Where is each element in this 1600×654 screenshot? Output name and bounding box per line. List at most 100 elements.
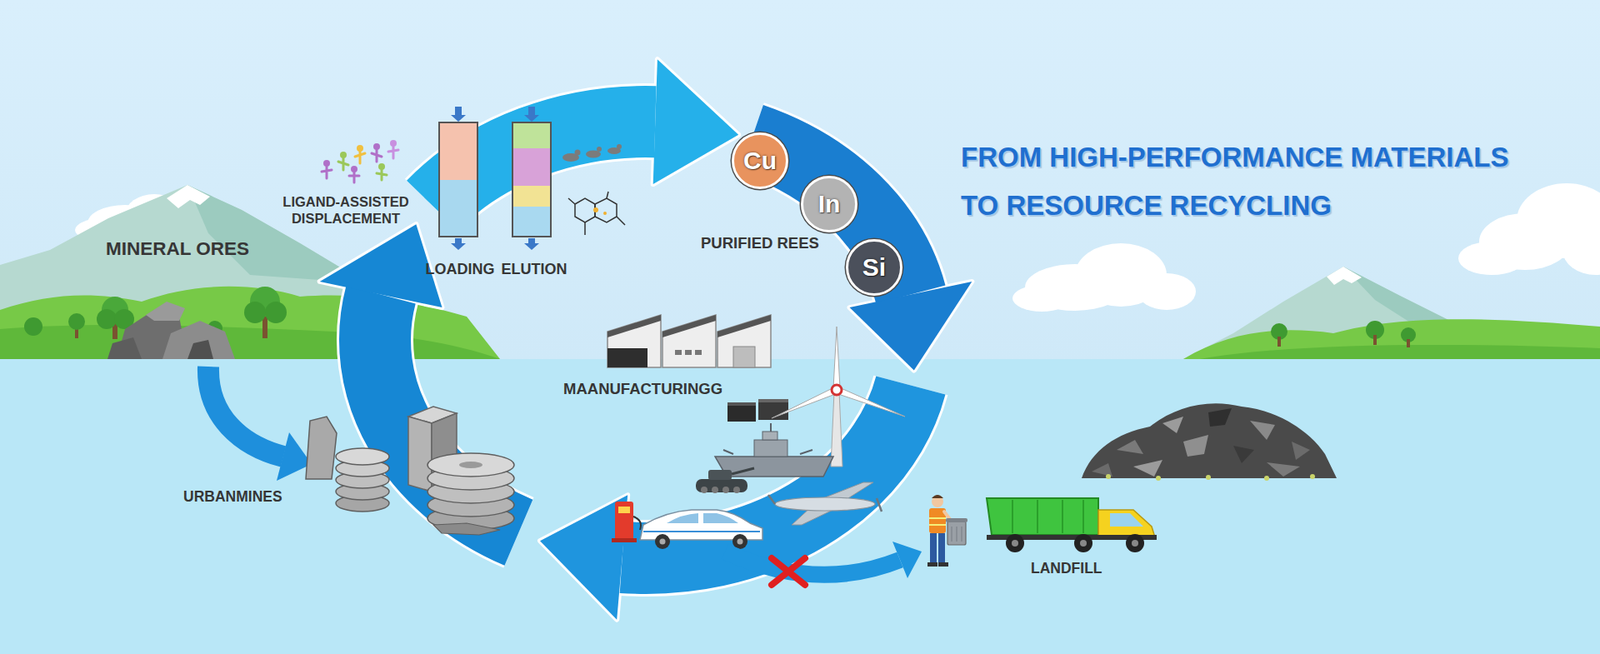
sanitation-worker: [938, 562, 949, 567]
sanitation-worker: [927, 562, 938, 567]
garbage-truck: [1012, 500, 1084, 534]
garbage-heap: [1310, 474, 1315, 480]
garbage-truck: [1080, 540, 1087, 547]
cycle-arrows: [653, 59, 740, 185]
factory: [675, 350, 682, 355]
ligand-figures: [376, 170, 387, 180]
batteries: [727, 402, 756, 406]
cycle-arrows: [320, 59, 973, 620]
sanitation-worker: [931, 495, 944, 508]
urban-mine-scrap: [433, 523, 500, 535]
trees: [68, 313, 85, 330]
fuel-pump: [615, 501, 634, 540]
landfill-branch-arrow: [892, 541, 922, 579]
garbage-heap: [1105, 474, 1111, 480]
garbage-truck: [986, 498, 1099, 535]
ligand-figures: [338, 158, 349, 170]
garbage-truck: [1005, 534, 1025, 553]
wind-turbine: [771, 387, 838, 419]
sanitation-worker: [930, 533, 937, 564]
sanitation-worker: [931, 495, 944, 499]
element-circle: In: [800, 175, 858, 233]
tank: [700, 486, 708, 494]
garbage-truck: [1131, 540, 1139, 547]
trees: [265, 301, 287, 324]
ligand-molecule: [575, 198, 595, 223]
ore-rocks: [145, 301, 185, 321]
garbage-heap: [1291, 441, 1310, 460]
sanitation-worker: [951, 526, 962, 542]
electric-car: [660, 539, 666, 545]
sanitation-worker: [938, 533, 945, 564]
right-mountain: [1183, 319, 1600, 360]
factory: [607, 315, 661, 338]
urban-mine-scrap: [305, 406, 515, 535]
ligand-figures: [371, 150, 382, 162]
chromatography-columns: [528, 106, 535, 115]
fuel-pump: [611, 538, 637, 543]
garbage-heap: [1208, 408, 1232, 427]
garbage-truck: [1125, 534, 1145, 553]
electric-car: [655, 534, 670, 550]
urban-mine-scrap: [335, 448, 390, 465]
chromatography-columns: [524, 115, 540, 122]
garbage-truck: [1074, 534, 1093, 553]
element-symbol: Cu: [743, 146, 777, 175]
chromatography-columns: [440, 123, 477, 180]
ore-rocks: [187, 340, 214, 360]
wind-turbine: [835, 387, 905, 417]
trees: [96, 309, 117, 330]
urban-mine-scrap: [427, 453, 515, 477]
fuel-pump: [633, 516, 641, 530]
batteries: [727, 399, 789, 422]
chromatography-columns: [455, 238, 462, 244]
right-mountain: [1200, 345, 1600, 360]
factory: [717, 315, 771, 368]
drone: [768, 482, 882, 525]
diagram-title: FROM HIGH-PERFORMANCE MATERIALS TO RESOU…: [960, 133, 1536, 230]
ligand-molecule: [568, 191, 625, 235]
garbage-truck: [1110, 513, 1144, 527]
garbage-heap: [1264, 475, 1270, 481]
tank: [711, 486, 719, 494]
element-circle: Cu: [731, 132, 789, 190]
garbage-heap: [1266, 462, 1300, 477]
ore-rocks: [162, 320, 235, 360]
sanitation-worker: [929, 518, 946, 525]
factory: [662, 315, 716, 338]
garbage-heap: [1205, 475, 1211, 480]
chromatography-columns: [440, 180, 477, 236]
factory: [662, 315, 716, 368]
landfill-branch-arrow: [725, 551, 900, 575]
garbage-truck: [986, 498, 1157, 553]
destination-label: LANDFILL: [1030, 560, 1103, 577]
fuel-pump: [618, 506, 630, 514]
chromatography-columns: [528, 238, 535, 244]
landfill-branch-arrow: [725, 541, 922, 579]
chromatography-columns: [513, 123, 550, 149]
tank: [722, 486, 730, 494]
garbage-truck: [1098, 510, 1155, 538]
drone: [775, 497, 875, 511]
garbage-heap: [1162, 416, 1184, 434]
wind-turbine: [833, 326, 840, 389]
sanitation-worker: [947, 521, 966, 545]
electric-car: [737, 539, 744, 545]
garbage-heap: [1116, 440, 1144, 455]
garbage-heap: [1233, 445, 1255, 464]
factory: [607, 315, 771, 368]
warship: [715, 456, 834, 477]
background: [0, 359, 1600, 654]
element-circle: Si: [845, 239, 903, 296]
ligand-molecule: [568, 191, 625, 235]
blocked-cross: [771, 558, 805, 585]
right-mountain: [1326, 266, 1362, 285]
urban-mine-scrap: [305, 416, 337, 480]
eluted-ions: [575, 150, 581, 156]
ore-rocks: [107, 301, 235, 360]
cycle-arrows: [540, 495, 628, 620]
cycle-arrows: [622, 385, 911, 559]
garbage-heap: [1133, 460, 1163, 477]
